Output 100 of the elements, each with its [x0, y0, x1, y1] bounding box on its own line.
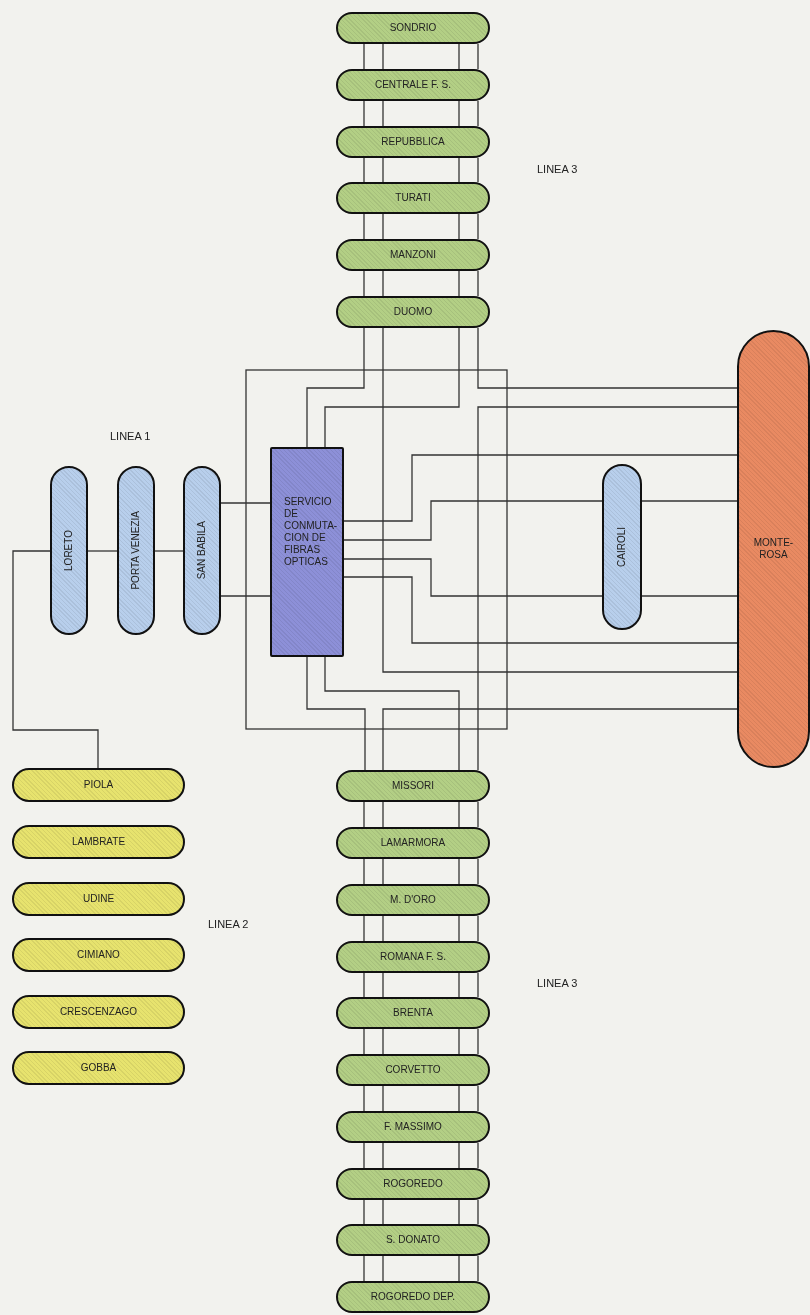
connector-line — [363, 1142, 365, 1169]
connector-line — [363, 1028, 365, 1055]
line-label: LINEA 2 — [208, 918, 249, 930]
connector-line — [382, 327, 738, 673]
connector-line — [220, 502, 271, 504]
station-pill — [336, 12, 490, 44]
connector-line — [382, 1255, 384, 1282]
connector-line — [477, 972, 479, 998]
station-name: MANZONI — [389, 249, 437, 261]
connector-line — [154, 550, 184, 552]
connector-line — [458, 915, 460, 942]
station-name: SAN BABILA — [196, 521, 208, 580]
connector-line — [477, 1028, 479, 1055]
connector-line — [382, 858, 384, 885]
connector-line — [477, 801, 479, 828]
station-name: ROGOREDO DEP. — [370, 1291, 456, 1303]
connector-line — [382, 100, 384, 127]
connector-line — [477, 915, 479, 942]
station-pill — [336, 884, 490, 916]
connector-line — [477, 1085, 479, 1112]
connector-line — [382, 1085, 384, 1112]
connector-line — [477, 858, 479, 885]
station-name: CENTRALE F. S. — [374, 79, 452, 91]
connector-line — [382, 270, 384, 297]
connector-line — [12, 550, 99, 769]
connector-line — [458, 1028, 460, 1055]
connector-line — [477, 100, 479, 127]
connector-line — [343, 454, 738, 522]
connector-line — [363, 213, 365, 240]
station-name: LAMARMORA — [380, 837, 446, 849]
station-pill — [336, 182, 490, 214]
station-pill — [336, 1281, 490, 1313]
connector-line — [363, 157, 365, 183]
connector-line — [477, 1255, 479, 1282]
connector-line — [458, 270, 460, 297]
connector-line — [363, 915, 365, 942]
connector-line — [363, 1199, 365, 1225]
station-name: CIMIANO — [77, 949, 120, 961]
connector-line — [382, 213, 384, 240]
connector-line — [477, 270, 479, 297]
station-name: PIOLA — [83, 779, 114, 791]
connector-line — [477, 1199, 479, 1225]
station-pill — [336, 997, 490, 1029]
station-name: LORETO — [63, 530, 75, 571]
connector-line — [477, 43, 479, 70]
station-name: DUOMO — [393, 306, 433, 318]
connector-line — [87, 550, 118, 552]
connector-line — [382, 915, 384, 942]
station-name: TURATI — [395, 192, 431, 204]
connector-line — [458, 1255, 460, 1282]
connector-line — [477, 406, 738, 771]
station-pill — [12, 768, 185, 802]
station-pill — [12, 882, 185, 916]
station-pill — [12, 995, 185, 1029]
station-pill — [12, 1051, 185, 1085]
line-label: LINEA 1 — [110, 430, 151, 442]
connector-line — [641, 500, 738, 502]
connector-line — [220, 595, 271, 597]
station-name: CAIROLI — [616, 527, 628, 567]
station-pill — [12, 825, 185, 859]
connector-line — [458, 972, 460, 998]
connector-line — [477, 1142, 479, 1169]
station-name: PORTA VENEZIA — [130, 511, 142, 590]
connector-line — [477, 327, 738, 389]
connector-line — [343, 500, 603, 541]
station-name: GOBBA — [80, 1062, 117, 1074]
connector-line — [363, 801, 365, 828]
connector-line — [324, 656, 460, 771]
station-name: F. MASSIMO — [384, 1121, 442, 1133]
station-name: ROMANA F. S. — [379, 951, 447, 963]
station-name: BRENTA — [393, 1007, 433, 1019]
connector-line — [382, 43, 384, 70]
connector-line — [458, 1199, 460, 1225]
connector-line — [363, 43, 365, 70]
station-name: REPUBBLICA — [381, 136, 445, 148]
connector-line — [306, 656, 366, 771]
station-pill — [336, 126, 490, 158]
connector-line — [363, 858, 365, 885]
connector-line — [382, 1199, 384, 1225]
station-pill — [336, 296, 490, 328]
connector-line — [458, 100, 460, 127]
station-pill — [602, 464, 642, 630]
station-name: MONTE- ROSA — [753, 537, 794, 561]
station-name: SONDRIO — [389, 22, 437, 34]
connector-line — [458, 801, 460, 828]
station-name: S. DONATO — [385, 1234, 441, 1246]
station-pill — [117, 466, 155, 635]
connector-line — [458, 43, 460, 70]
station-name: MISSORI — [391, 780, 435, 792]
connector-line — [324, 327, 460, 448]
connector-line — [458, 1085, 460, 1112]
connector-line — [382, 1142, 384, 1169]
station-pill — [336, 1168, 490, 1200]
connector-line — [458, 213, 460, 240]
connector-line — [382, 157, 384, 183]
connector-line — [363, 972, 365, 998]
station-pill — [336, 1224, 490, 1256]
station-name: CORVETTO — [385, 1064, 441, 1076]
station-name: M. D'ORO — [390, 894, 436, 906]
switching-box — [270, 447, 344, 657]
